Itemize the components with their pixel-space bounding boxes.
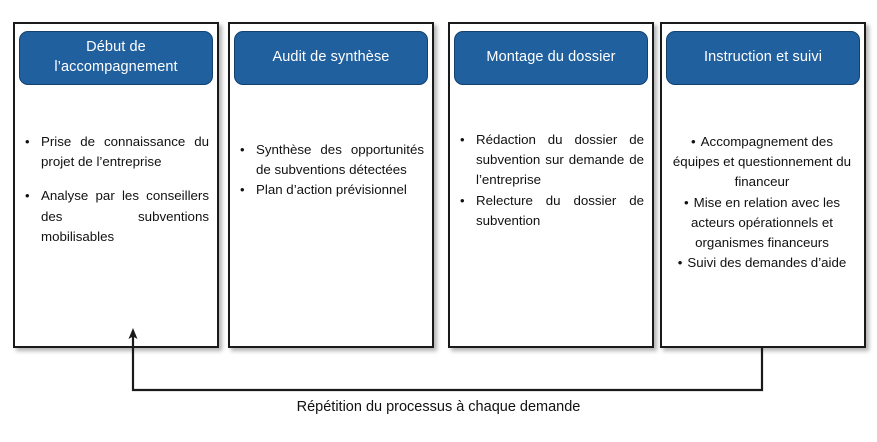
process-step-1-body: Prise de connaissance du projet de l’ent… (15, 132, 217, 342)
bullet-dot-icon: • (691, 134, 696, 149)
process-step-1-header: Début de l’accompagnement (19, 31, 213, 85)
list-item: •Suivi des demandes d’aide (670, 253, 854, 273)
list-item: •Mise en relation avec les acteurs opéra… (670, 193, 854, 254)
bullet-text: Prise de connaissance du projet de l’ent… (41, 134, 209, 170)
process-step-3-body: Rédaction du dossier de subvention sur d… (450, 130, 652, 342)
bullet-text: Suivi des demandes d’aide (687, 255, 847, 271)
list-item: Plan d’action prévisionnel (236, 180, 424, 200)
process-step-2-body: Synthèse des opportunités de subventions… (230, 140, 432, 342)
loop-caption: Répétition du processus à chaque demande (296, 399, 581, 415)
bullet-dot-icon: • (677, 255, 683, 271)
bullet-dot-icon: • (684, 194, 689, 210)
process-step-3-header: Montage du dossier (454, 31, 648, 85)
bullet-text: Rédaction du dossier de subvention sur d… (476, 132, 644, 188)
process-step-4[interactable]: Instruction et suivi •Accompagnement des… (660, 22, 866, 348)
bullet-text: Plan d’action prévisionnel (256, 182, 407, 198)
bullet-text: Mise en relation avec les acteurs opérat… (691, 194, 840, 251)
process-step-1-bullet-list: Prise de connaissance du projet de l’ent… (21, 132, 209, 247)
process-step-1[interactable]: Début de l’accompagnement Prise de conna… (13, 22, 219, 348)
list-item: Rédaction du dossier de subvention sur d… (456, 130, 644, 191)
process-step-2[interactable]: Audit de synthèse Synthèse des opportuni… (228, 22, 434, 348)
process-step-2-bullet-list: Synthèse des opportunités de subventions… (236, 140, 424, 201)
list-item: Analyse par les conseillers des subventi… (21, 186, 209, 247)
process-step-4-bullet-list: •Accompagnement des équipes et questionn… (668, 132, 856, 273)
process-step-3-bullet-list: Rédaction du dossier de subvention sur d… (456, 130, 644, 231)
bullet-text: Relecture du dossier de subvention (476, 192, 644, 228)
list-item: Prise de connaissance du projet de l’ent… (21, 132, 209, 172)
bullet-text: Accompagnement des équipes et questionne… (672, 134, 852, 190)
list-item: Synthèse des opportunités de subventions… (236, 140, 424, 180)
list-item: •Accompagnement des équipes et questionn… (670, 132, 854, 193)
process-step-4-body: •Accompagnement des équipes et questionn… (662, 132, 864, 342)
list-item: Relecture du dossier de subvention (456, 191, 644, 231)
process-step-2-header: Audit de synthèse (234, 31, 428, 85)
bullet-text: Synthèse des opportunités de subventions… (256, 142, 424, 178)
bullet-text: Analyse par les conseillers des subventi… (41, 188, 209, 244)
process-step-4-header: Instruction et suivi (666, 31, 860, 85)
process-step-3[interactable]: Montage du dossier Rédaction du dossier … (448, 22, 654, 348)
